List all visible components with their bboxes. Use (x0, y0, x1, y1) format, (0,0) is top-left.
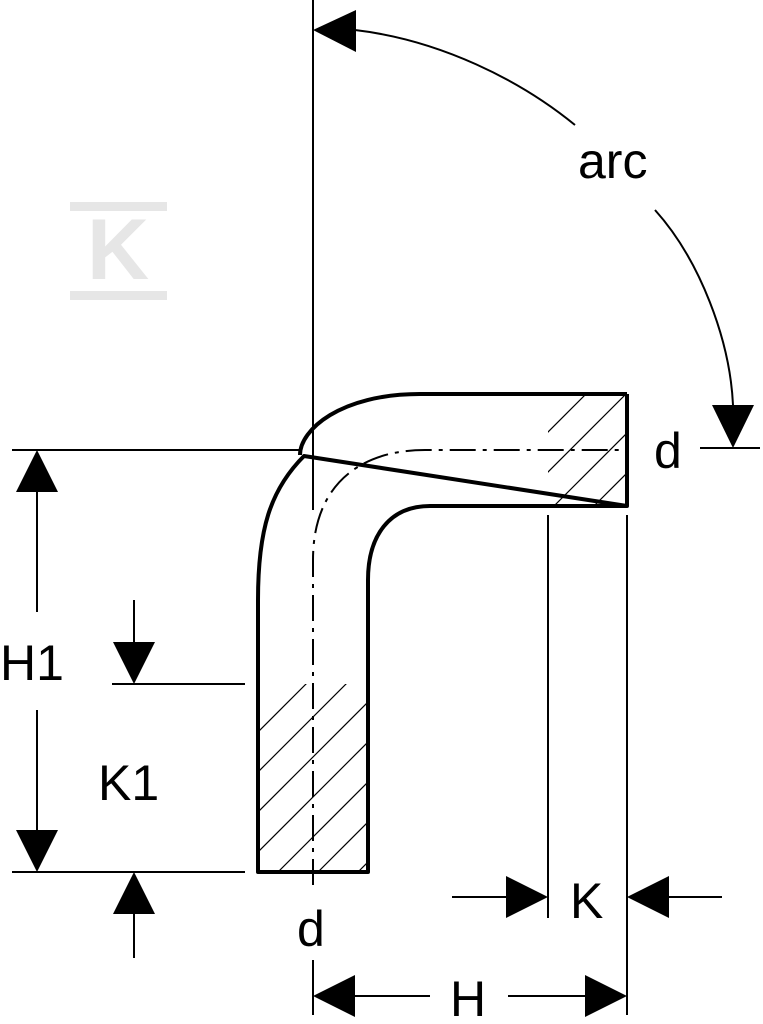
k1-arrow-bottom (113, 872, 155, 914)
k-arrow-left (506, 876, 548, 918)
d-bottom-label: d (297, 901, 325, 957)
h-arrow-right (585, 975, 627, 1017)
arc-arrow-top (313, 10, 356, 52)
pipe-outer-outline-lower (256, 454, 629, 874)
k-arrow-right (627, 876, 669, 918)
k1-label: K1 (98, 755, 159, 811)
h1-arrow-bottom (16, 830, 58, 872)
watermark-logo: K (70, 202, 167, 300)
k-label: K (570, 873, 603, 929)
arc-dimension-curve-lower (654, 209, 734, 406)
k1-arrow-top (113, 642, 155, 684)
hatch-right-end (548, 394, 627, 506)
h1-arrow-top (16, 450, 58, 492)
h-arrow-left (313, 975, 355, 1017)
arc-label: arc (578, 133, 647, 189)
pipe-outer-outline (298, 392, 627, 456)
pipe-centerline (312, 449, 627, 885)
hatch-bottom-end (258, 684, 368, 872)
d-right-label: d (654, 423, 682, 479)
watermark-letter: K (87, 202, 149, 298)
arc-arrow-right (712, 405, 754, 448)
h-label: H (450, 971, 486, 1024)
h1-label: H1 (0, 635, 64, 691)
arc-dimension-curve-upper (354, 29, 576, 126)
